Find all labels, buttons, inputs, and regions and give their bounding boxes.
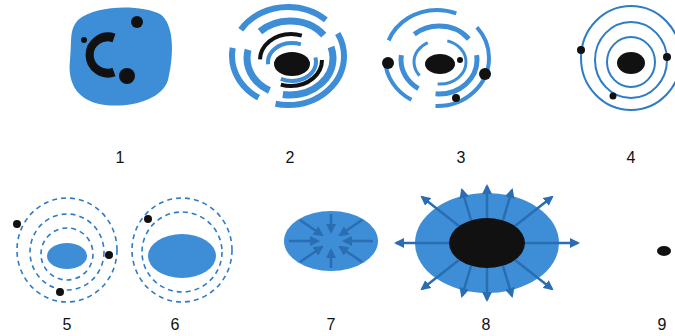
stage-number: 7	[327, 316, 336, 334]
dashed-orbits	[13, 198, 117, 302]
forming-planets	[382, 10, 491, 106]
stage-number: 6	[171, 316, 180, 334]
stage-number: 9	[658, 316, 667, 334]
stage-number: 4	[627, 149, 636, 167]
stage-number: 5	[63, 316, 72, 334]
contracting-star	[284, 211, 378, 271]
stage-number: 3	[457, 149, 466, 167]
stage-number: 1	[116, 149, 125, 167]
red-giant-orbits	[132, 198, 232, 302]
stellar-remnant	[657, 246, 671, 256]
nebula-cloud	[70, 7, 172, 105]
solar-system	[577, 6, 675, 110]
exploding-star	[396, 186, 578, 300]
swirling-disk	[232, 7, 344, 105]
stage-number: 8	[482, 316, 491, 334]
stage-number: 2	[286, 149, 295, 167]
